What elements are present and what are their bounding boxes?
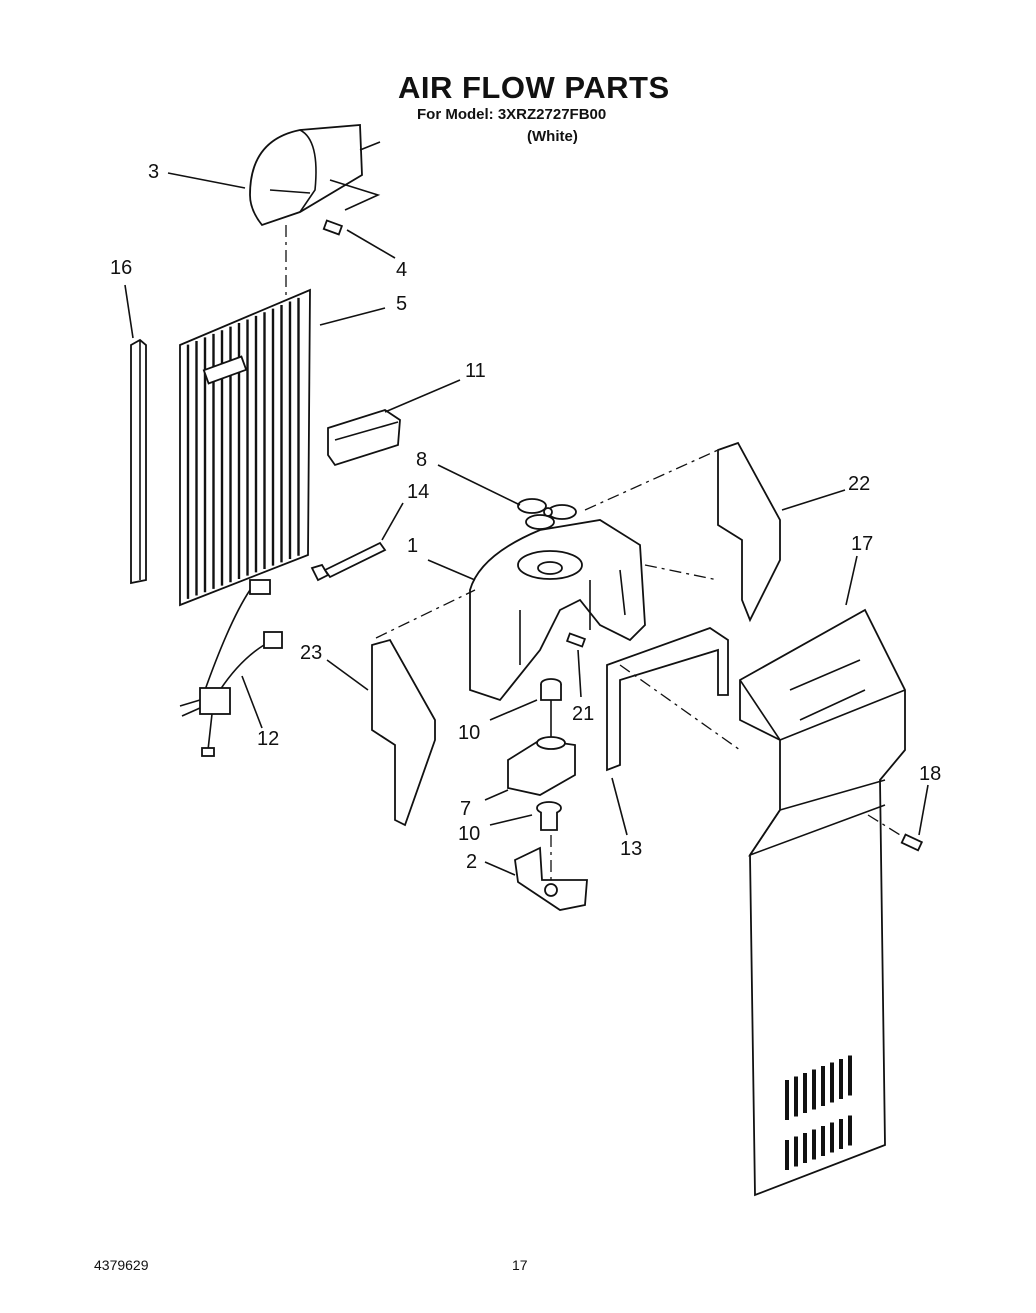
callout-8: 8 [416,449,427,471]
duct-vent-slot [848,1055,852,1096]
duct-vent-slot [839,1119,843,1149]
callout-5: 5 [396,293,407,315]
callout-23: 23 [300,642,322,664]
part-10-grommet-upper [540,678,562,745]
part-1-fan-housing [469,519,646,702]
part-11-bracket [327,409,401,467]
part-8-fan-blade [517,498,577,530]
callout-10a: 10 [458,722,480,744]
part-2-motor-bracket [514,846,588,911]
callout-17: 17 [851,533,873,555]
duct-vent-slot [785,1080,789,1120]
duct-vent-slot [794,1136,798,1167]
part-12-harness [179,579,283,757]
callout-13: 13 [620,838,642,860]
page-title: AIR FLOW PARTS [398,70,670,105]
callout-3: 3 [148,161,159,183]
part-21-screw [565,632,587,648]
callout-1: 1 [407,535,418,557]
callout-22: 22 [848,473,870,495]
duct-vent-slot [803,1133,807,1163]
callout-labels: 3 4 16 5 11 8 14 22 1 17 23 21 10 12 18 … [110,161,941,873]
leader-lines [124,172,929,876]
document-number: 4379629 [94,1257,149,1273]
callout-4: 4 [396,259,407,281]
part-13-u-channel [606,626,729,772]
duct-vent-slot [821,1066,825,1106]
duct-vent-slot [803,1073,807,1113]
callout-11: 11 [465,360,486,382]
duct-vent-slot [785,1140,789,1170]
color-line: (White) [527,128,578,145]
page-number: 17 [512,1257,528,1273]
part-22-baffle [717,441,781,623]
callout-14: 14 [407,481,429,503]
duct-vent-slot [821,1126,825,1156]
duct-vent-slot [794,1076,798,1117]
duct-vent-slot [830,1122,834,1153]
connector-lines [375,449,906,880]
callout-21: 21 [572,703,594,725]
part-14-heater [310,541,387,582]
callout-16: 16 [110,257,132,279]
part-4-screw [322,219,344,236]
model-line: For Model: 3XRZ2727FB00 [417,106,607,123]
duct-vent-slot [848,1115,852,1146]
part-23-baffle [371,638,436,827]
part-5-grille-panel [179,288,311,607]
part-18-screw [900,833,924,852]
part-10-grommet-lower [536,801,562,831]
callout-7: 7 [460,798,471,820]
callout-12: 12 [257,728,279,750]
part-16-strip [130,338,147,585]
duct-vent-slot [812,1129,816,1160]
duct-vent-slot [812,1069,816,1110]
duct-vent-slot [839,1059,843,1099]
callout-10b: 10 [458,823,480,845]
duct-vent-slot [830,1062,834,1103]
callout-18: 18 [919,763,941,785]
part-17-air-duct [739,608,906,1197]
part-7-motor [507,736,576,796]
callout-2: 2 [466,851,477,873]
part-3-duct-cover [249,124,381,227]
